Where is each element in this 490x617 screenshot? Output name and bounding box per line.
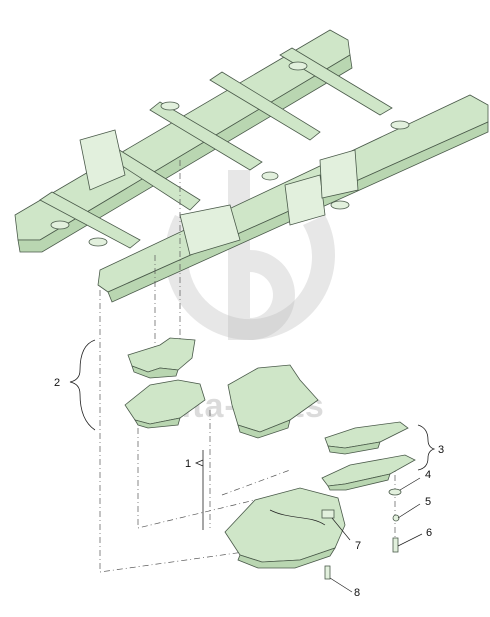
bracket-1 — [194, 450, 204, 530]
shield-group-2 — [124, 337, 206, 429]
undertray-plate-1-upper — [227, 364, 319, 439]
bolt-8 — [324, 565, 331, 580]
callout-5: 5 — [425, 496, 431, 508]
callout-6: 6 — [426, 527, 432, 539]
alignment-lines — [99, 160, 396, 573]
callout-4: 4 — [425, 469, 431, 481]
callout-8: 8 — [354, 587, 360, 599]
undertray-plate-1-lower — [224, 487, 346, 569]
nut-5 — [392, 514, 400, 522]
washer-4 — [388, 488, 402, 496]
side-shield-group-3 — [321, 421, 416, 491]
bolt-6 — [392, 537, 399, 553]
fasteners — [321, 488, 402, 580]
callout-3: 3 — [438, 444, 444, 456]
bracket-3 — [417, 424, 436, 471]
clip-7 — [321, 509, 335, 519]
callout-2: 2 — [54, 377, 60, 389]
callout-7: 7 — [355, 540, 361, 552]
chassis-frame — [14, 29, 489, 303]
callout-1: 1 — [185, 458, 191, 470]
bracket-2 — [69, 339, 96, 431]
